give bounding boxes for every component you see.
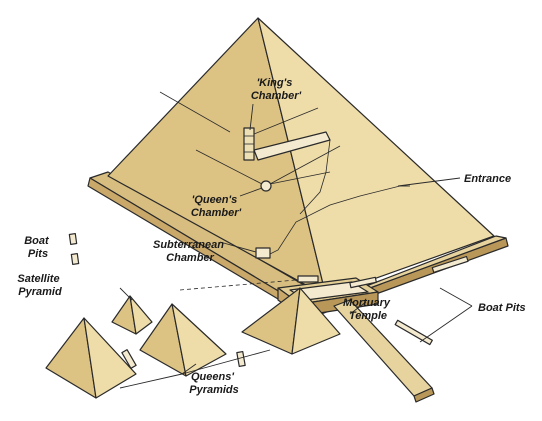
queens-chamber-marker: [261, 181, 271, 191]
queens-pyramids-label: Queens' Pyramids: [189, 371, 239, 396]
entrance-label: Entrance: [464, 173, 511, 185]
boat-pits-left: [69, 234, 78, 265]
satellite-pyramid-label: Satellite Pyramid: [17, 273, 62, 298]
boat-pits-left-label: Boat Pits: [24, 235, 52, 260]
queens-pyramid-1: [46, 318, 136, 398]
queens-chamber-label: 'Queen's Chamber': [191, 194, 242, 219]
subterranean-chamber-block: [256, 248, 270, 258]
boat-pits-right-label: Boat Pits: [478, 302, 526, 314]
satellite-pyramid: [112, 296, 152, 334]
mortuary-temple-label: Mortuary Temple: [343, 297, 393, 322]
kings-chamber-label: 'King's Chamber': [251, 77, 302, 102]
